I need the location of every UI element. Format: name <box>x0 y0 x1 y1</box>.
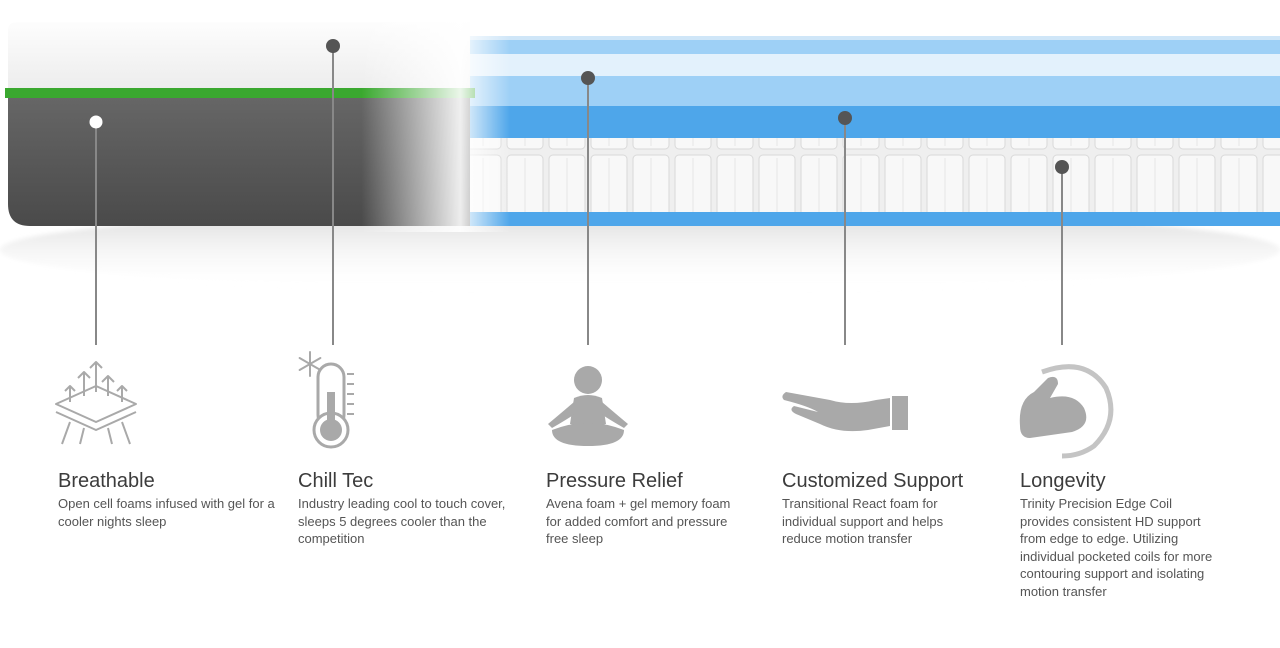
feature-chill-tec: Chill Tec Industry leading cool to touch… <box>298 470 528 548</box>
callout-dot-support <box>838 111 852 125</box>
feature-title: Longevity <box>1020 470 1106 492</box>
callout-dot-chill <box>326 39 340 53</box>
blue-foam-base-layer <box>340 212 1280 226</box>
fade-overlay <box>180 18 510 232</box>
feature-description: Industry leading cool to touch cover, sl… <box>298 496 506 547</box>
feature-description: Trinity Precision Edge Coil provides con… <box>1020 496 1213 599</box>
callouts <box>89 39 1069 345</box>
feature-description: Open cell foams infused with gel for a c… <box>58 496 275 529</box>
blue-foam-layer-1 <box>340 40 1280 54</box>
feature-title: Breathable <box>58 470 155 492</box>
feature-pressure-relief: Pressure Relief Avena foam + gel memory … <box>546 470 746 548</box>
meditation-figure-icon <box>548 366 628 446</box>
feature-title: Pressure Relief <box>546 470 683 492</box>
callout-dot-longevity <box>1055 160 1069 174</box>
feature-title: Chill Tec <box>298 470 374 492</box>
flexed-arm-icon <box>1019 364 1114 459</box>
supporting-hand-icon <box>782 392 908 432</box>
feature-description: Transitional React foam for individual s… <box>782 496 944 547</box>
feature-longevity: Longevity Trinity Precision Edge Coil pr… <box>1020 470 1220 601</box>
feature-description: Avena foam + gel memory foam for added c… <box>546 496 731 547</box>
feature-title: Customized Support <box>782 470 964 492</box>
feature-customized-support: Customized Support Transitional React fo… <box>782 470 972 548</box>
callout-dot-pressure <box>581 71 595 85</box>
light-gap-1 <box>340 54 1280 76</box>
mattress-body <box>5 18 510 232</box>
thermometer-snowflake-icon <box>298 351 354 449</box>
feature-breathable: Breathable Open cell foams infused with … <box>58 470 288 530</box>
breathable-layers-icon <box>55 361 137 445</box>
callout-dot-breathable <box>89 115 103 129</box>
